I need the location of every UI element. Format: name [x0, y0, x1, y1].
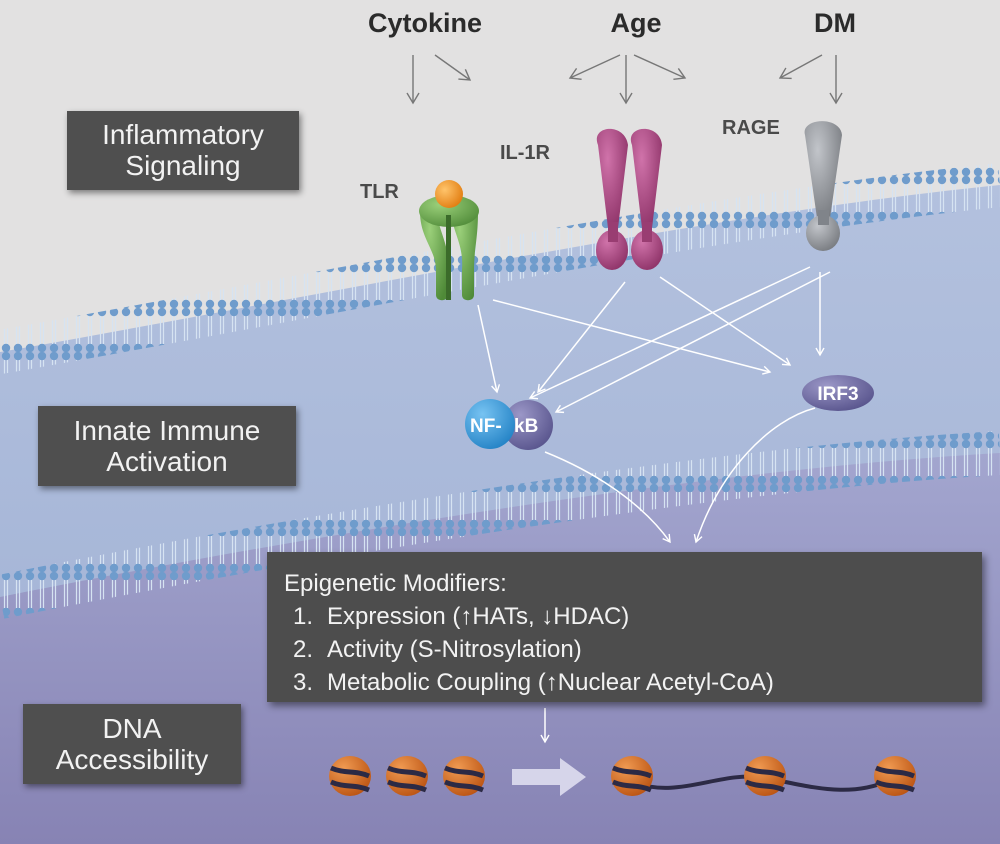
il1r-label: IL-1R [500, 142, 550, 164]
chromatin-transition-arrow [512, 758, 586, 796]
rage-receptor [804, 121, 842, 251]
item-number: 1. [293, 603, 314, 630]
tlr-receptor [419, 180, 479, 301]
stage-label-line: DNA [102, 713, 162, 744]
item-number: 2. [293, 636, 314, 663]
epigenetic-modifiers-box: Epigenetic Modifiers: 1. Expression (↑HAT… [267, 552, 982, 702]
il1r-receptor [596, 128, 663, 270]
condensed-chromatin [329, 756, 485, 796]
epigenetic-item: 2. Activity (S-Nitrosylation) [284, 633, 982, 666]
item-text: Metabolic Coupling (↑Nuclear Acetyl-CoA) [327, 669, 774, 696]
stimulus-cytokine: Cytokine [367, 8, 483, 38]
signaling-arrows [477, 266, 831, 744]
nfkb-label-left: NF- [470, 416, 502, 437]
nucleosome [443, 756, 485, 796]
item-number: 3. [293, 669, 314, 696]
nucleosome [874, 756, 916, 796]
plasma-membrane [0, 163, 1000, 374]
inflammatory-signaling-box: Inflammatory Signaling [67, 111, 299, 190]
nucleosome [386, 756, 428, 796]
nfkb-label-right: kB [514, 416, 538, 437]
stage-label-line: Innate Immune [73, 415, 261, 446]
open-chromatin [611, 756, 916, 796]
nuclear-membrane [0, 431, 1000, 619]
item-text: Expression (↑HATs, ↓HDAC) [327, 603, 630, 630]
stimulus-arrows [406, 54, 843, 105]
dna-accessibility-box: DNA Accessibility [23, 704, 241, 784]
nucleosome [329, 756, 371, 796]
innate-immune-activation-box: Innate Immune Activation [38, 406, 296, 486]
item-text: Activity (S-Nitrosylation) [327, 636, 582, 663]
irf3-protein [802, 375, 874, 411]
epigenetic-item: 3. Metabolic Coupling (↑Nuclear Acetyl-Co… [284, 666, 982, 699]
ligand-ball [435, 180, 463, 208]
stage-label-line: Signaling [125, 150, 241, 181]
nucleosome [744, 756, 786, 796]
stage-label-line: Inflammatory [102, 119, 264, 150]
stage-label-line: Activation [106, 446, 228, 477]
stimulus-dm: DM [814, 8, 856, 38]
stimulus-age: Age [610, 8, 662, 38]
nfkb-complex [465, 399, 553, 450]
irf3-label: IRF3 [817, 384, 858, 405]
epigenetic-item: 1. Expression (↑HATs, ↓HDAC) [284, 600, 982, 633]
stage-label-line: Accessibility [55, 744, 209, 775]
tlr-label: TLR [360, 181, 399, 203]
rage-label: RAGE [722, 117, 780, 139]
epigenetic-title: Epigenetic Modifiers: [284, 570, 507, 597]
nucleosome [611, 756, 653, 796]
